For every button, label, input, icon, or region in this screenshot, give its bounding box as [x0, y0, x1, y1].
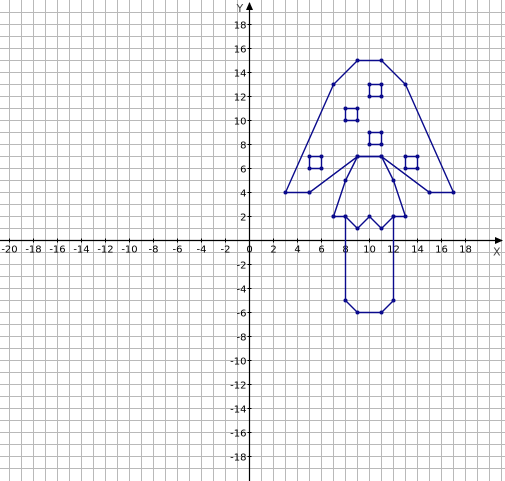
y-tick-label: 4	[240, 189, 246, 200]
y-tick-label: -18	[230, 453, 246, 464]
x-axis-arrow	[495, 237, 503, 244]
x-tick-label: 6	[318, 245, 324, 256]
x-tick-label: -20	[1, 245, 17, 256]
y-tick-label: 14	[234, 69, 247, 80]
vertex-spot-top	[379, 82, 384, 87]
vertex-cap	[403, 82, 408, 87]
shape-spot-right	[404, 155, 419, 170]
y-axis-arrow	[246, 2, 253, 10]
vertex-stem	[391, 214, 396, 219]
vertex-collar	[379, 226, 384, 231]
vertex-spot-right	[415, 154, 420, 159]
vertex-collar	[403, 214, 408, 219]
vertex-cap	[355, 58, 360, 63]
shape-collar	[332, 155, 407, 230]
x-tick-label: 4	[294, 245, 300, 256]
vertex-spot-top	[379, 94, 384, 99]
shape-cap-inner-right	[381, 155, 430, 194]
x-tick-label: -10	[121, 245, 137, 256]
y-tick-label: 16	[234, 45, 247, 56]
x-tick-label: -8	[149, 245, 159, 256]
y-tick-label: -16	[230, 429, 246, 440]
vertex-cap	[283, 190, 288, 195]
vertex-spot-left	[307, 166, 312, 171]
y-tick-label: -2	[237, 261, 247, 272]
y-tick-label: -6	[237, 309, 247, 320]
shape-spot-left	[308, 155, 323, 170]
vertex-spot-center-low	[367, 142, 372, 147]
vertex-collar	[391, 178, 396, 183]
y-tick-label: -8	[237, 333, 247, 344]
x-tick-label: -18	[25, 245, 41, 256]
x-tick-label: -4	[197, 245, 207, 256]
x-tick-label: 2	[270, 245, 276, 256]
y-tick-label: -14	[230, 405, 246, 416]
vertex-collar	[331, 214, 336, 219]
shape-spot-center-low	[368, 131, 383, 146]
vertex-stem	[355, 310, 360, 315]
shape-stem	[344, 216, 395, 314]
x-axis-label: X	[493, 246, 501, 259]
vertex-spot-center-mid	[355, 106, 360, 111]
vertex-cap	[451, 190, 456, 195]
vertex-stem	[343, 214, 348, 219]
y-tick-label: 2	[240, 213, 246, 224]
vertex-spot-center-mid	[343, 118, 348, 123]
vertex-spot-left	[307, 154, 312, 159]
y-tick-label: -10	[230, 357, 246, 368]
shape-spot-top	[368, 83, 383, 98]
y-tick-label: 8	[240, 141, 246, 152]
y-tick-label: 10	[234, 117, 247, 128]
y-tick-label: -4	[237, 285, 247, 296]
x-tick-label: -12	[97, 245, 113, 256]
vertex-collar	[379, 154, 384, 159]
x-tick-label: 18	[459, 245, 472, 256]
vertex-spot-right	[403, 154, 408, 159]
y-axis-label: Y	[236, 2, 244, 15]
vertex-spot-center-low	[379, 142, 384, 147]
y-tick-label: 12	[234, 93, 247, 104]
vertex-cap-inner-right	[427, 190, 432, 195]
vertex-spot-top	[367, 82, 372, 87]
vertex-spot-center-low	[379, 130, 384, 135]
vertex-cap	[379, 58, 384, 63]
vertex-collar	[355, 154, 360, 159]
shape-spot-center-mid	[344, 107, 359, 122]
vertex-spot-center-mid	[355, 118, 360, 123]
vertex-collar	[367, 214, 372, 219]
vertex-spot-right	[415, 166, 420, 171]
x-tick-label: -6	[173, 245, 183, 256]
vertex-spot-right	[403, 166, 408, 171]
x-tick-label: 10	[363, 245, 376, 256]
vertex-stem	[379, 310, 384, 315]
vertex-spot-top	[367, 94, 372, 99]
x-tick-label: 16	[435, 245, 448, 256]
vertex-cap-inner-left	[307, 190, 312, 195]
y-tick-label: 18	[234, 21, 247, 32]
vertex-collar	[355, 226, 360, 231]
y-tick-label: 6	[240, 165, 246, 176]
vertex-spot-center-low	[367, 130, 372, 135]
x-tick-label: 14	[411, 245, 424, 256]
x-tick-label: -16	[49, 245, 65, 256]
vertex-spot-left	[319, 154, 324, 159]
x-tick-label: 0	[246, 245, 252, 256]
vertex-spot-center-mid	[343, 106, 348, 111]
x-tick-label: -2	[221, 245, 231, 256]
mushroom-drawing	[283, 58, 456, 315]
vertex-cap	[331, 82, 336, 87]
y-tick-label: -12	[230, 381, 246, 392]
vertex-stem	[391, 298, 396, 303]
x-tick-label: -14	[73, 245, 89, 256]
vertex-stem	[343, 298, 348, 303]
shape-cap-inner-left	[309, 155, 358, 194]
vertex-spot-left	[319, 166, 324, 171]
vertex-collar	[343, 178, 348, 183]
